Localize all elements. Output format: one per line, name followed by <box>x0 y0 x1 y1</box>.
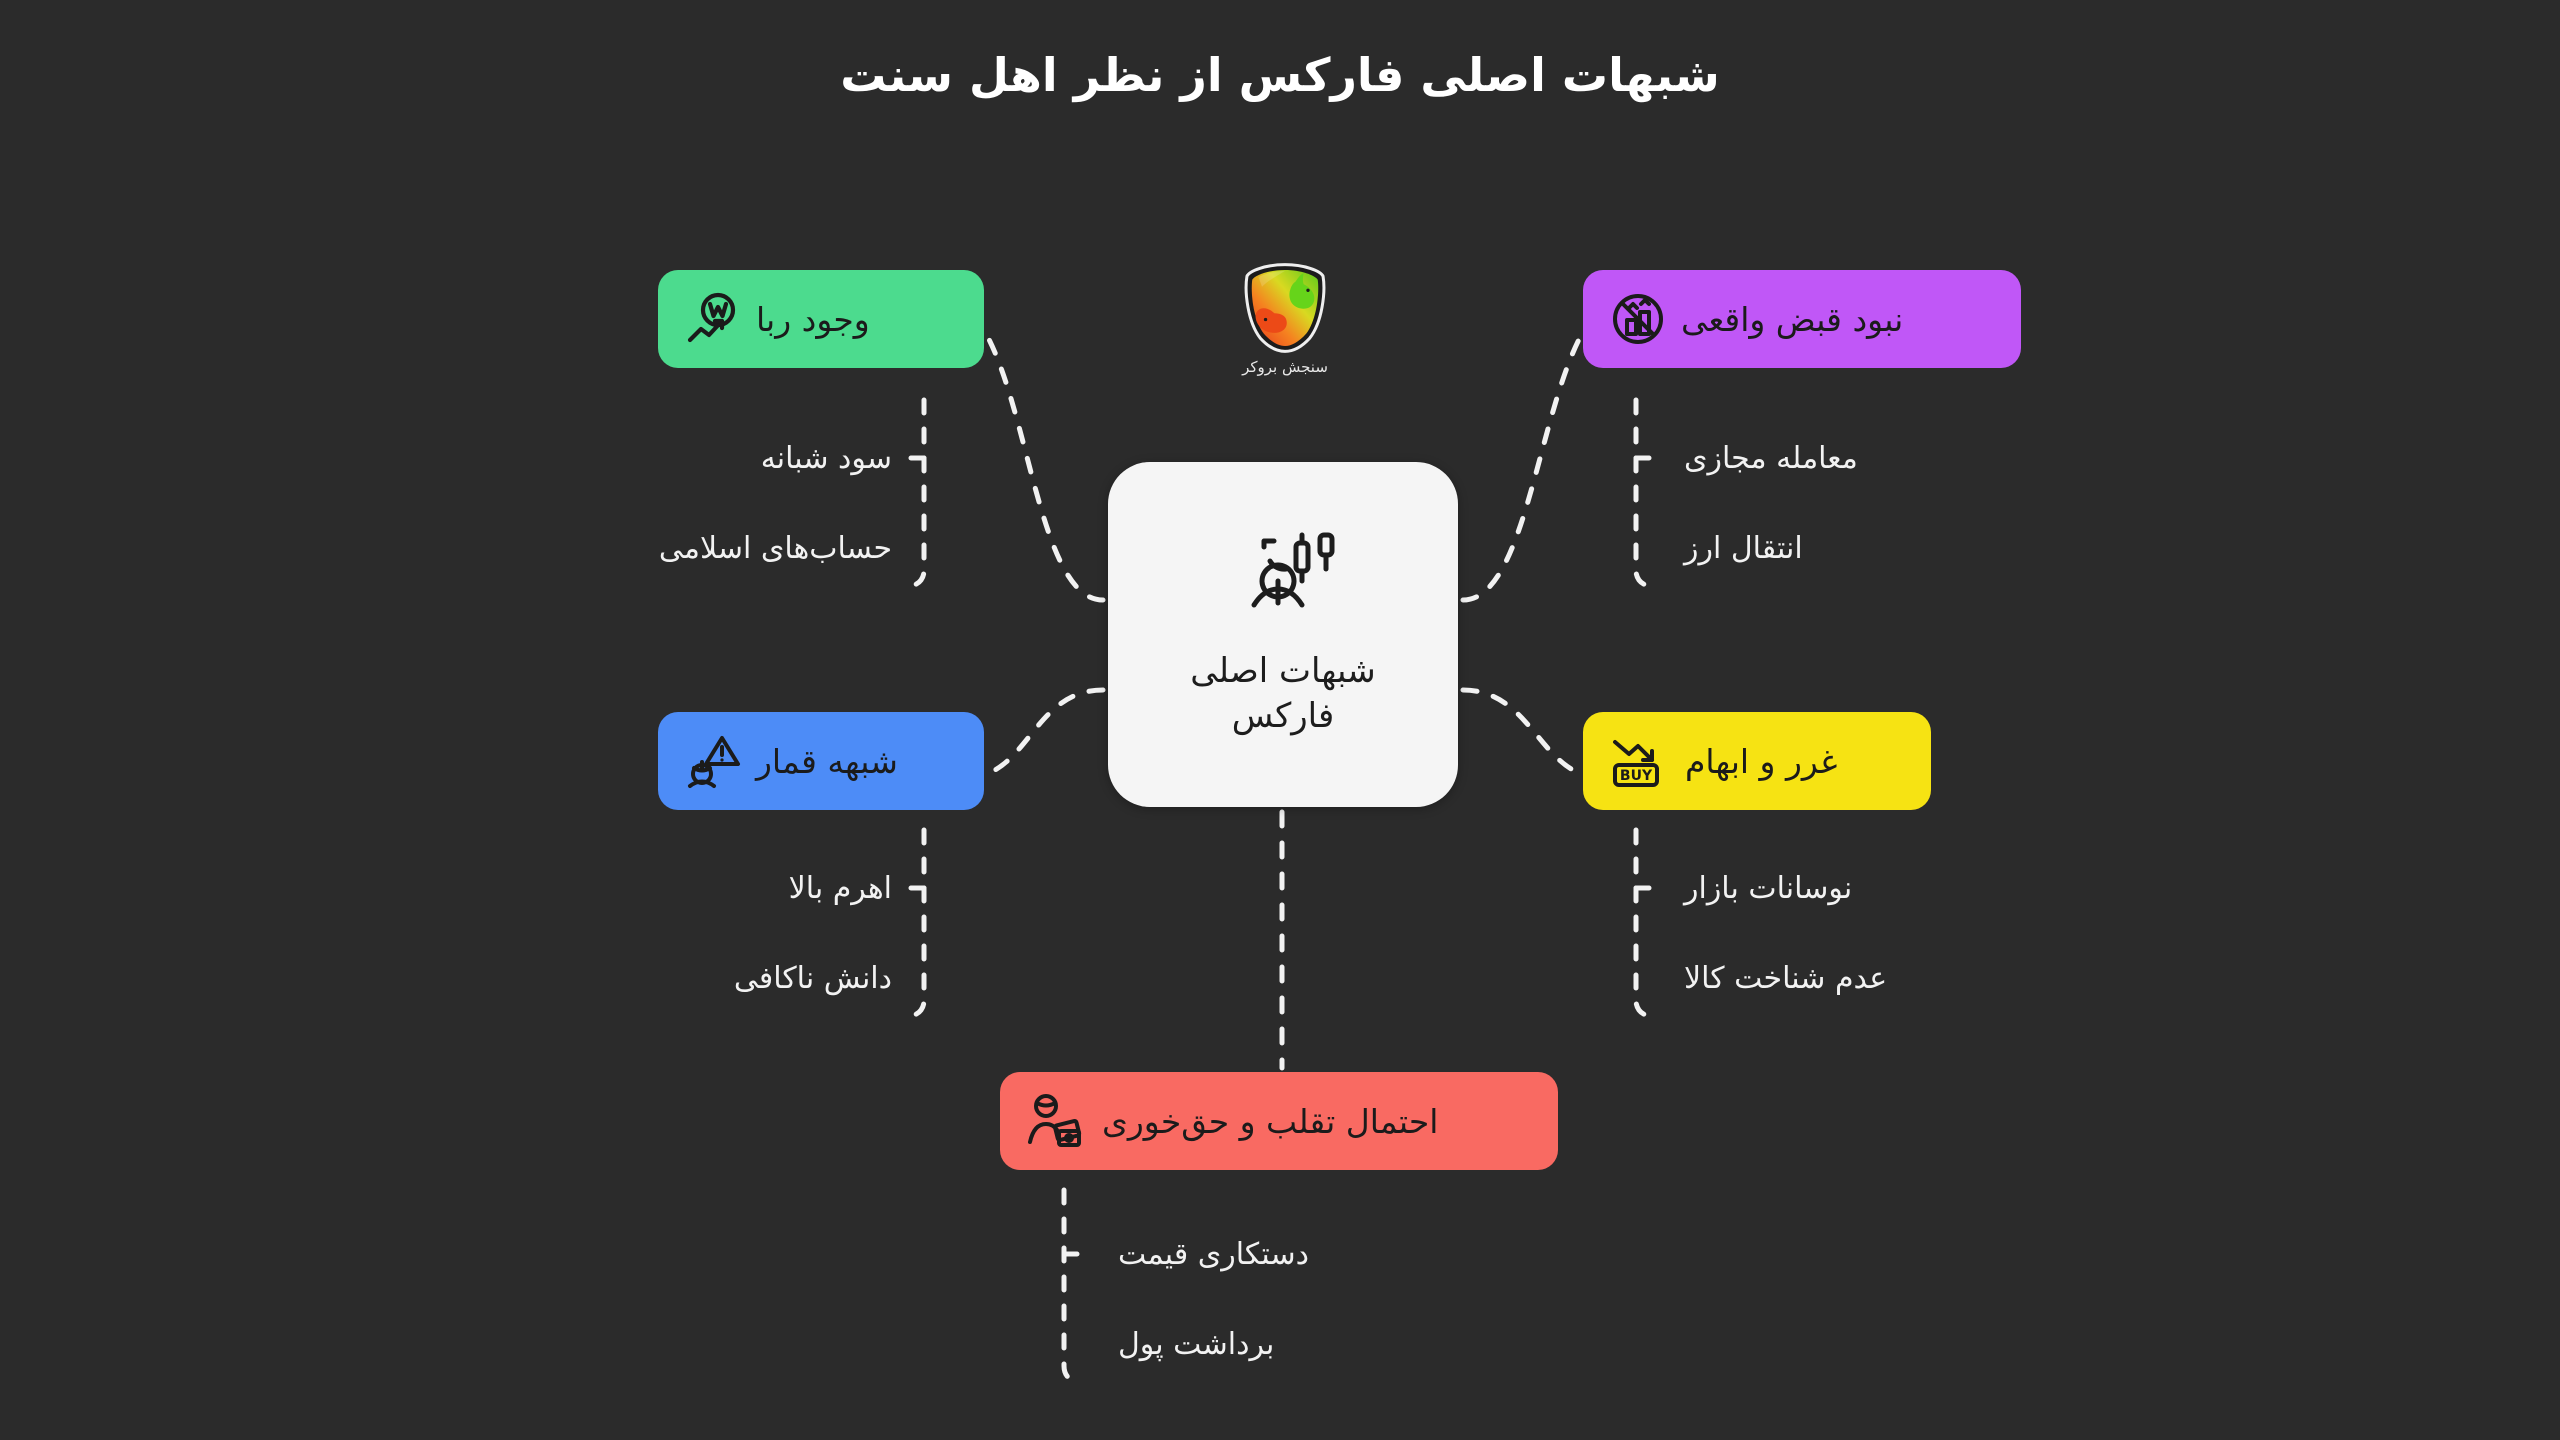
substem-riba <box>909 397 927 589</box>
substem-qabz <box>1633 397 1651 589</box>
substem-gambling <box>909 827 927 1019</box>
link-center-gambling <box>981 687 1106 778</box>
bull-bear-shield-logo-icon <box>1244 263 1326 353</box>
sub-label-fraud-0: دستکاری قیمت <box>1118 1237 1309 1272</box>
branch-label-fraud: احتمال تقلب و حق‌خوری <box>1102 1101 1439 1141</box>
branch-node-fraud[interactable]: احتمال تقلب و حق‌خوری <box>1000 1072 1558 1170</box>
buy-downtrend-icon: BUY <box>1613 740 1659 787</box>
sub-label-gambling-1: دانش ناکافی <box>733 961 892 996</box>
branch-label-qabz: نبود قبض واقعی <box>1681 299 1904 339</box>
no-physical-delivery-icon <box>1613 294 1663 344</box>
branch-label-gambling: شبهه قمار <box>756 741 898 781</box>
sub-label-qabz-1: انتقال ارز <box>1684 531 1803 566</box>
sub-label-gharar-0: نوسانات بازار <box>1684 871 1853 906</box>
link-center-riba <box>981 327 1106 603</box>
sub-label-qabz-0: معامله مجازی <box>1684 441 1858 476</box>
substem-gharar <box>1633 827 1651 1019</box>
brand-logo: سنجش بروکر <box>1200 262 1370 376</box>
branch-label-gharar: غرر و ابهام <box>1685 741 1838 781</box>
svg-text:BUY: BUY <box>1620 768 1653 784</box>
branch-label-riba: وجود ربا <box>756 299 870 339</box>
sub-label-gambling-0: اهرم بالا <box>788 871 892 906</box>
sub-label-riba-0: سود شبانه <box>760 441 892 476</box>
page-title: شبهات اصلی فارکس از نظر اهل سنت <box>840 48 1720 102</box>
scammer-cash-icon <box>1028 1094 1082 1147</box>
branch-node-qabz[interactable]: نبود قبض واقعی <box>1583 270 2021 368</box>
trader-candlestick-icon <box>1251 532 1335 608</box>
link-center-gharar <box>1460 687 1587 778</box>
sub-label-riba-1: حساب‌های اسلامی <box>658 531 892 566</box>
branch-node-riba[interactable]: وجود ربا <box>658 270 984 368</box>
sub-label-gharar-1: عدم شناخت کالا <box>1684 961 1888 996</box>
gambler-warning-icon <box>688 736 740 788</box>
center-node[interactable]: شبهات اصلی فارکس <box>1108 462 1458 807</box>
logo-caption: سنجش بروکر <box>1242 358 1328 376</box>
center-label: شبهات اصلی فارکس <box>1190 650 1376 736</box>
won-currency-growth-icon <box>687 292 736 343</box>
branch-node-gambling[interactable]: شبهه قمار <box>658 712 984 810</box>
sub-label-fraud-1: برداشت پول <box>1118 1327 1275 1362</box>
substem-fraud <box>1061 1187 1079 1385</box>
link-center-qabz <box>1460 327 1587 603</box>
branch-node-gharar[interactable]: BUY غرر و ابهام <box>1583 712 1931 810</box>
